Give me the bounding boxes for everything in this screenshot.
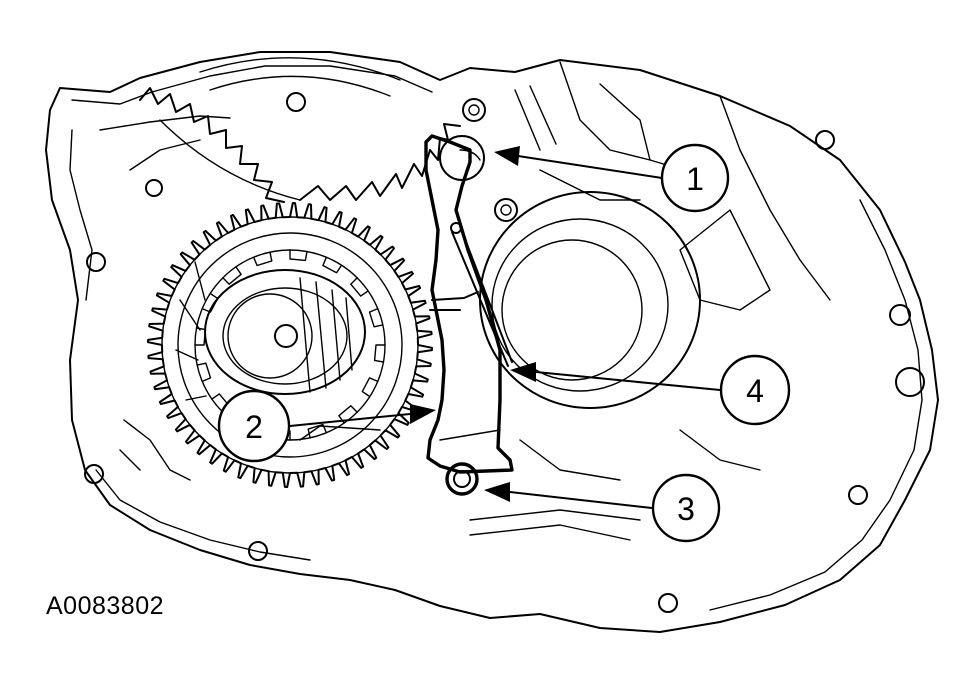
housing-outline xyxy=(45,51,939,633)
callout-3: 3 xyxy=(651,473,721,543)
arrow-4-head xyxy=(510,362,536,382)
upper-gear xyxy=(139,57,461,203)
callout-arrows xyxy=(289,146,721,509)
pivot-bolt xyxy=(445,462,479,496)
arrow-2-head xyxy=(410,404,436,424)
arrow-3-head xyxy=(484,482,510,502)
arrow-1 xyxy=(517,155,663,179)
spring xyxy=(450,222,513,367)
inner-details xyxy=(119,419,761,541)
callout-1: 1 xyxy=(660,143,730,213)
callout-2-label: 2 xyxy=(245,409,263,445)
lower-gear-teeth xyxy=(147,202,433,488)
arrow-4 xyxy=(535,371,721,391)
lower-gear xyxy=(147,202,433,488)
arrow-3 xyxy=(509,491,653,509)
arrow-2 xyxy=(289,413,411,427)
callout-3-label: 3 xyxy=(677,491,695,527)
hub-bearing xyxy=(175,261,381,441)
shift-lever xyxy=(424,134,514,474)
right-bore xyxy=(479,83,771,409)
figure-id: A0083802 xyxy=(46,592,165,620)
callout-4-label: 4 xyxy=(746,373,764,409)
callout-4: 4 xyxy=(719,354,791,426)
callout-1-label: 1 xyxy=(686,161,704,197)
callout-2: 2 xyxy=(217,389,291,463)
bolt-holes xyxy=(84,92,925,613)
arrow-1-head xyxy=(494,146,520,166)
